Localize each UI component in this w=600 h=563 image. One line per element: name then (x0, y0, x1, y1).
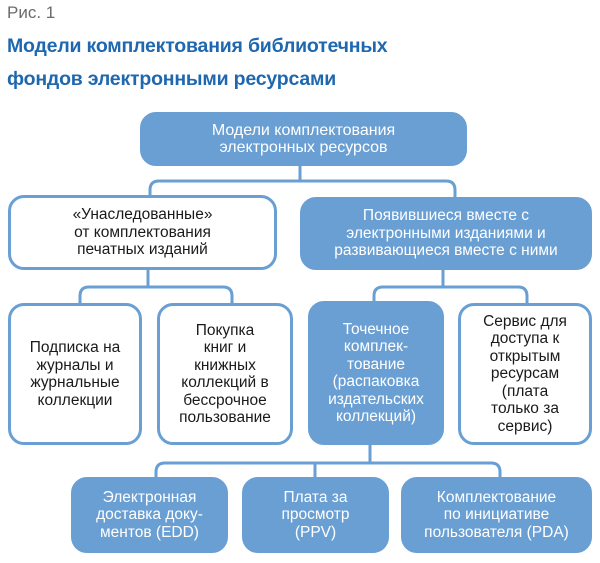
connector-emerged (372, 270, 529, 305)
node-open-access: Сервис для доступа к открытым ресурсам (… (458, 303, 592, 445)
node-emerged-text: Появившиеся вместе с электронными издани… (334, 207, 558, 260)
diagram-title-line-2: фондов электронными ресурсами (7, 68, 337, 90)
node-inherited-text: «Унаследованные» от комплектования печат… (72, 206, 213, 259)
figure-label: Рис. 1 (7, 3, 56, 22)
node-pda-text: Комплектование по инициативе пользовател… (424, 488, 569, 541)
node-point-text: Точечное комплек- тование (распаковка из… (328, 320, 424, 426)
connector-point (154, 445, 502, 479)
diagram-title-line-1: Модели комплектования библиотечных (7, 35, 388, 57)
node-edd: Электронная доставка доку- ментов (EDD) (71, 477, 228, 553)
node-ppv-text: Плата за просмотр (PPV) (281, 488, 350, 541)
node-emerged: Появившиеся вместе с электронными издани… (300, 197, 592, 270)
node-purchase: Покупка книг и книжных коллекций в бесср… (157, 303, 293, 445)
node-open-access-text: Сервис для доступа к открытым ресурсам (… (483, 312, 567, 435)
node-ppv: Плата за просмотр (PPV) (242, 477, 389, 553)
node-point: Точечное комплек- тование (распаковка из… (308, 301, 444, 445)
node-inherited: «Унаследованные» от комплектования печат… (8, 195, 277, 270)
node-subscription-text: Подписка на журналы и журнальные коллекц… (29, 339, 121, 409)
root-node-text: Модели комплектования электронных ресурс… (211, 121, 396, 157)
root-node: Модели комплектования электронных ресурс… (140, 112, 467, 166)
node-subscription: Подписка на журналы и журнальные коллекц… (8, 303, 142, 445)
node-edd-text: Электронная доставка доку- ментов (EDD) (96, 488, 203, 541)
connector-inherited (78, 270, 234, 305)
node-purchase-text: Покупка книг и книжных коллекций в бесср… (179, 321, 271, 427)
connector-root (148, 166, 457, 199)
node-pda: Комплектование по инициативе пользовател… (401, 477, 592, 553)
